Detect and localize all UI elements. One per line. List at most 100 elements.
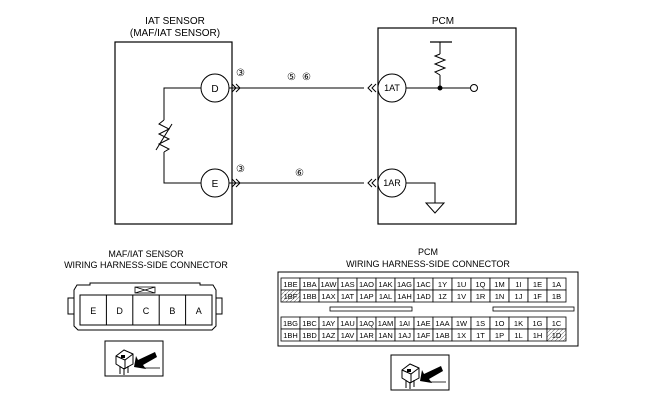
pcm-connector-pin: 1D — [552, 331, 562, 340]
pcm-connector-pin: 1AI — [399, 319, 410, 328]
pcm-connector-pin: 1AP — [359, 292, 373, 301]
pcm-connector-pin: 1T — [476, 331, 485, 340]
marker-e-sensor: ③ — [236, 164, 245, 175]
harness-view-icon — [104, 340, 164, 377]
pcm-connector-pin: 1K — [514, 319, 523, 328]
connector-chevron-icon — [367, 178, 377, 188]
pcm-connector-pin: 1AY — [322, 319, 336, 328]
reference-terminal-icon — [470, 84, 478, 92]
sensor-connector-pin: B — [169, 306, 175, 316]
pcm-connector-pin: 1AE — [416, 319, 430, 328]
pcm-connector-pin: 1AK — [378, 280, 392, 289]
pcm-connector-pin: 1G — [532, 319, 542, 328]
pcm-connector-pin: 1O — [494, 319, 504, 328]
pcm-connector-pin: 1Z — [438, 292, 447, 301]
pcm-connector-pin: 1B — [552, 292, 561, 301]
sensor-connector-title: MAF/IAT SENSOR — [108, 249, 184, 259]
pcm-connector-pin: 1C — [552, 319, 562, 328]
connector-chevron-icon — [231, 83, 241, 93]
sensor-connector-pin: A — [196, 306, 202, 316]
pcm-connector-pin: 1AM — [378, 319, 393, 328]
pcm-title: PCM — [432, 16, 454, 27]
sensor-box — [114, 41, 233, 225]
pcm-connector-pin: 1BB — [302, 292, 316, 301]
terminal-d-label: D — [211, 84, 218, 95]
connector-chevron-icon — [367, 83, 377, 93]
pcm-connector-pin: 1AR — [359, 331, 374, 340]
pcm-connector-pin: 1AU — [340, 319, 355, 328]
marker-d-sensor: ③ — [236, 68, 245, 79]
pcm-connector-pin: 1AO — [359, 280, 374, 289]
pcm-connector-pin: 1AH — [397, 292, 412, 301]
pcm-connector-pin: 1V — [457, 292, 466, 301]
pcm-connector-pin: 1BF — [284, 292, 298, 301]
pcm-connector-pin: 1AG — [397, 280, 412, 289]
pcm-connector-pin: 1BE — [283, 280, 297, 289]
thermistor-icon — [157, 119, 171, 153]
terminal-e-label: E — [212, 179, 219, 190]
pcm-connector-pin: 1AX — [321, 292, 335, 301]
pcm-connector-pin: 1Y — [438, 280, 447, 289]
sensor-connector-pin: D — [116, 306, 123, 316]
pcm-connector-pin: 1AF — [417, 331, 431, 340]
pcm-connector-pin: 1M — [494, 280, 504, 289]
sensor-subtitle: (MAF/IAT SENSOR) — [130, 28, 220, 39]
pcm-connector-pin: 1AD — [416, 292, 431, 301]
pcm-connector-pin: 1R — [476, 292, 486, 301]
terminal-1ar-label: 1AR — [383, 178, 401, 188]
pcm-connector-pin: 1U — [457, 280, 467, 289]
pcm-connector-pin: 1AB — [435, 331, 449, 340]
pcm-connector-pin: 1AC — [416, 280, 431, 289]
pcm-connector-pin: 1AJ — [398, 331, 411, 340]
pcm-connector-pin: 1BC — [302, 319, 317, 328]
thermistor-arrow — [155, 123, 173, 151]
wire-d-to-1at: ③ ⑤ ⑥ — [229, 68, 377, 93]
pcm-connector-pin: 1L — [514, 331, 522, 340]
sensor-connector-pin: E — [90, 306, 96, 316]
pcm-connector-pin: 1I — [515, 280, 521, 289]
pcm-connector-pin: 1H — [533, 331, 543, 340]
marker-e-mid: ⑥ — [295, 168, 304, 179]
sensor-connector-subtitle: WIRING HARNESS-SIDE CONNECTOR — [64, 260, 228, 270]
pcm-connector-pin: 1AS — [340, 280, 354, 289]
pcm-block: PCM 1AT 1AR — [377, 16, 517, 225]
pcm-connector-pin: 1BH — [283, 331, 298, 340]
pcm-connector-pin: 1AA — [435, 319, 449, 328]
pcm-connector-pin: 1AT — [341, 292, 355, 301]
sensor-internal-wire-lower — [163, 152, 201, 184]
pcm-connector-pin: 1Q — [475, 280, 485, 289]
pcm-connector-pin: 1E — [533, 280, 542, 289]
sensor-title: IAT SENSOR — [145, 16, 205, 27]
pcm-connector-pin: 1AZ — [322, 331, 336, 340]
pcm-connector-pin: 1W — [456, 319, 468, 328]
marker-d-mid-b: ⑥ — [302, 72, 311, 83]
pcm-connector-pin: 1N — [495, 292, 505, 301]
pcm-connector-pin: 1AL — [379, 292, 392, 301]
pcm-connector: PCM WIRING HARNESS-SIDE CONNECTOR 1BE 1BA… — [277, 247, 579, 347]
pcm-connector-pin: 1AQ — [359, 319, 374, 328]
pcm-connector-pin: 1A — [552, 280, 561, 289]
pcm-connector-pin: 1X — [457, 331, 466, 340]
harness-view-icon — [390, 354, 450, 391]
pcm-connector-pin: 1F — [533, 292, 542, 301]
pcm-connector-pin: 1BA — [302, 280, 316, 289]
terminal-1at-label: 1AT — [384, 83, 400, 93]
sensor-connector: MAF/IAT SENSOR WIRING HARNESS-SIDE CONNE… — [64, 249, 228, 331]
pcm-connector-pin: 1AV — [341, 331, 355, 340]
ground-icon — [424, 202, 446, 214]
sensor-internal-wire — [163, 87, 201, 120]
pcm-connector-pin: 1P — [495, 331, 504, 340]
pcm-box — [377, 27, 517, 225]
pcm-connector-title: PCM — [418, 247, 438, 257]
marker-d-mid-a: ⑤ — [287, 72, 296, 83]
wire-e-to-1ar: ③ ⑥ — [229, 164, 377, 188]
pcm-connector-subtitle: WIRING HARNESS-SIDE CONNECTOR — [346, 259, 510, 269]
sensor-connector-pin: C — [143, 306, 150, 316]
connector-chevron-icon — [231, 178, 241, 188]
iat-sensor: IAT SENSOR (MAF/IAT SENSOR) D E — [114, 16, 233, 225]
pcm-connector-pin: 1BD — [302, 331, 317, 340]
pcm-connector-pin: 1BG — [283, 319, 298, 328]
pcm-connector-pin: 1J — [515, 292, 523, 301]
pullup-resistor-icon — [433, 53, 447, 76]
